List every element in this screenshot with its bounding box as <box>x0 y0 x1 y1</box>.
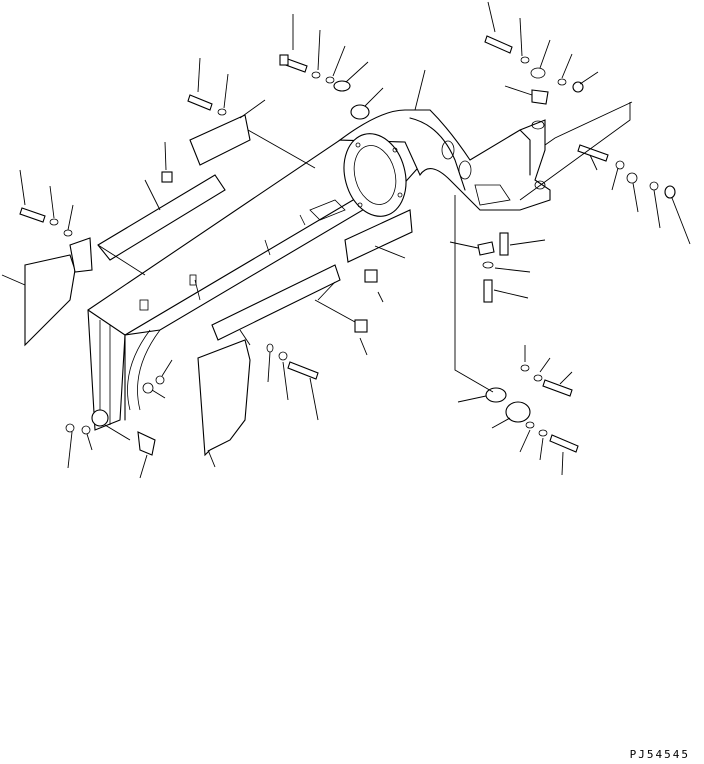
frame-curved-arm <box>338 109 551 211</box>
hardware-parts <box>19 35 676 456</box>
frame-main-beam <box>87 139 426 431</box>
cover-plates <box>24 114 413 457</box>
flange-ring <box>343 133 407 217</box>
leader-lines <box>1 1 691 479</box>
drawing-code: PJ54545 <box>629 748 690 761</box>
